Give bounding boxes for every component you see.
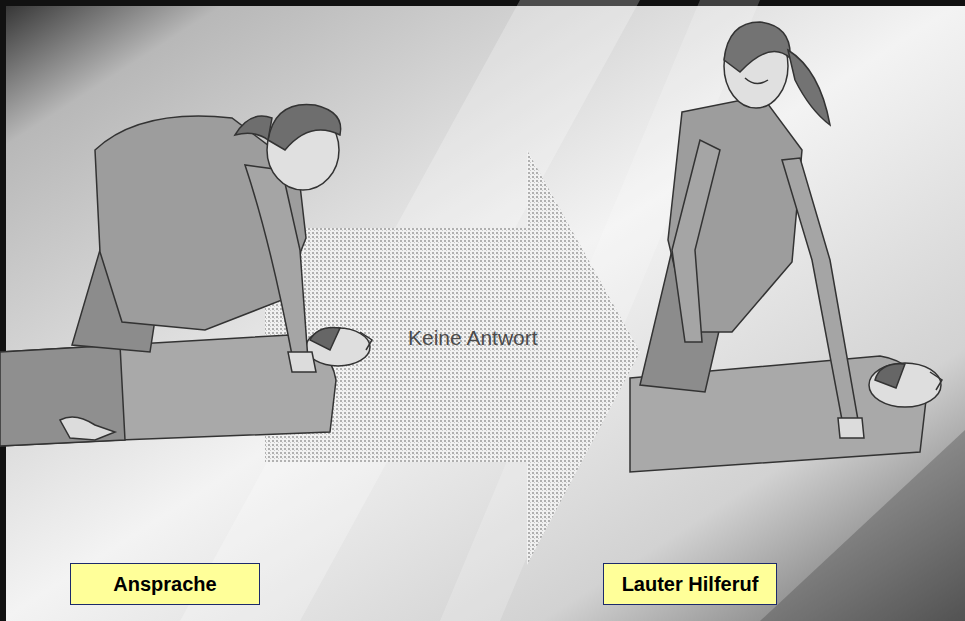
step-label: Ansprache bbox=[113, 573, 216, 595]
arrow-label: Keine Antwort bbox=[408, 326, 538, 350]
step-label-box: Ansprache bbox=[70, 563, 260, 605]
process-arrow bbox=[265, 150, 640, 565]
rescuer-calling bbox=[640, 22, 864, 438]
rescuer-speaking bbox=[72, 104, 341, 372]
person-lying-left bbox=[0, 328, 372, 447]
frame-left bbox=[0, 0, 6, 621]
frame-top bbox=[0, 0, 965, 6]
step-label-box: Lauter Hilferuf bbox=[603, 563, 777, 605]
step-label: Lauter Hilferuf bbox=[622, 573, 759, 595]
